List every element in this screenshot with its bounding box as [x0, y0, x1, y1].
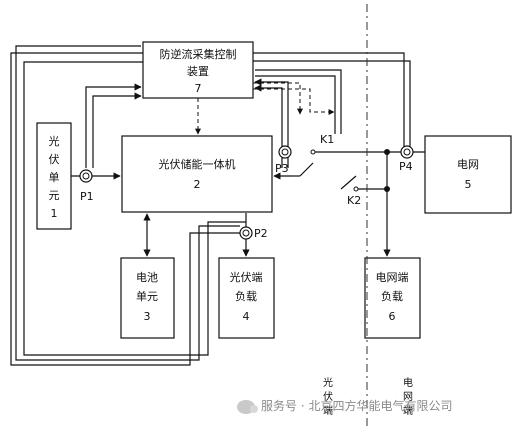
pv-unit-id: 1	[51, 207, 58, 220]
grid-load-id: 6	[389, 310, 396, 323]
p1-label: P1	[80, 190, 94, 203]
battery-label: 电池	[136, 271, 158, 284]
grid-load-label: 电网端	[376, 271, 409, 284]
p1-ring-icon	[79, 169, 93, 183]
p4-label: P4	[399, 160, 413, 173]
grid-side-label: 电 网 端	[403, 376, 413, 417]
signal-lines	[10, 45, 411, 366]
svg-text:伏: 伏	[323, 390, 333, 403]
pv-unit-char-1: 光	[49, 134, 60, 148]
svg-text:端: 端	[403, 404, 413, 417]
pv-load-block: 光伏端 负载 4	[218, 257, 275, 339]
pv-load-label-2: 负载	[235, 289, 257, 303]
p2-label: P2	[254, 227, 268, 240]
junction-dot	[384, 149, 390, 155]
pv-unit-block: 光 伏 单 元 1	[36, 122, 72, 230]
watermark: 服务号 · 北京四方华能电气有限公司	[237, 397, 452, 414]
battery-label-2: 单元	[136, 290, 158, 303]
switch-contact	[310, 149, 316, 155]
integrated-label: 光伏储能一体机	[159, 157, 236, 171]
pv-unit-char-3: 单	[49, 171, 60, 184]
integrated-id: 2	[194, 178, 201, 191]
battery-block: 电池 单元 3	[120, 257, 175, 339]
k2-label: K2	[347, 194, 361, 207]
pv-load-id: 4	[243, 310, 250, 323]
svg-text:端: 端	[323, 404, 333, 417]
point-p2: P2	[239, 226, 268, 240]
controller-id: 7	[195, 82, 202, 95]
pv-unit-char-2: 伏	[49, 152, 60, 166]
controller-label: 防逆流采集控制	[160, 47, 237, 61]
svg-text:电: 电	[403, 376, 413, 389]
switch-contact	[353, 186, 359, 192]
grid-id: 5	[465, 178, 472, 191]
grid-block: 电网 5	[424, 135, 512, 214]
controller-label-2: 装置	[187, 65, 209, 78]
svg-text:网: 网	[403, 391, 413, 403]
grid-label: 电网	[457, 158, 479, 171]
point-p1: P1	[79, 169, 94, 203]
point-p3: P3	[275, 145, 292, 175]
pv-side-label: 光 伏 端	[323, 376, 333, 417]
k1-label: K1	[320, 133, 334, 146]
battery-id: 3	[144, 310, 151, 323]
p2-ring-icon	[239, 226, 253, 240]
point-p4: P4	[399, 145, 414, 173]
p4-ring-icon	[400, 145, 414, 159]
pv-load-label: 光伏端	[230, 270, 263, 284]
pv-unit-char-4: 元	[49, 189, 60, 202]
grid-load-block: 电网端 负载 6	[364, 257, 421, 339]
wechat-icon	[237, 399, 258, 414]
p3-label: P3	[275, 162, 289, 175]
controller-block: 防逆流采集控制 装置 7	[142, 41, 254, 99]
p3-ring-icon	[278, 145, 292, 159]
svg-text:光: 光	[323, 376, 333, 389]
junction-dot	[384, 186, 390, 192]
integrated-inverter-block: 光伏储能一体机 2	[121, 135, 273, 213]
control-dashed-lines	[195, 82, 335, 135]
grid-load-label-2: 负载	[381, 289, 403, 303]
watermark-text: 服务号 · 北京四方华能电气有限公司	[261, 399, 453, 413]
